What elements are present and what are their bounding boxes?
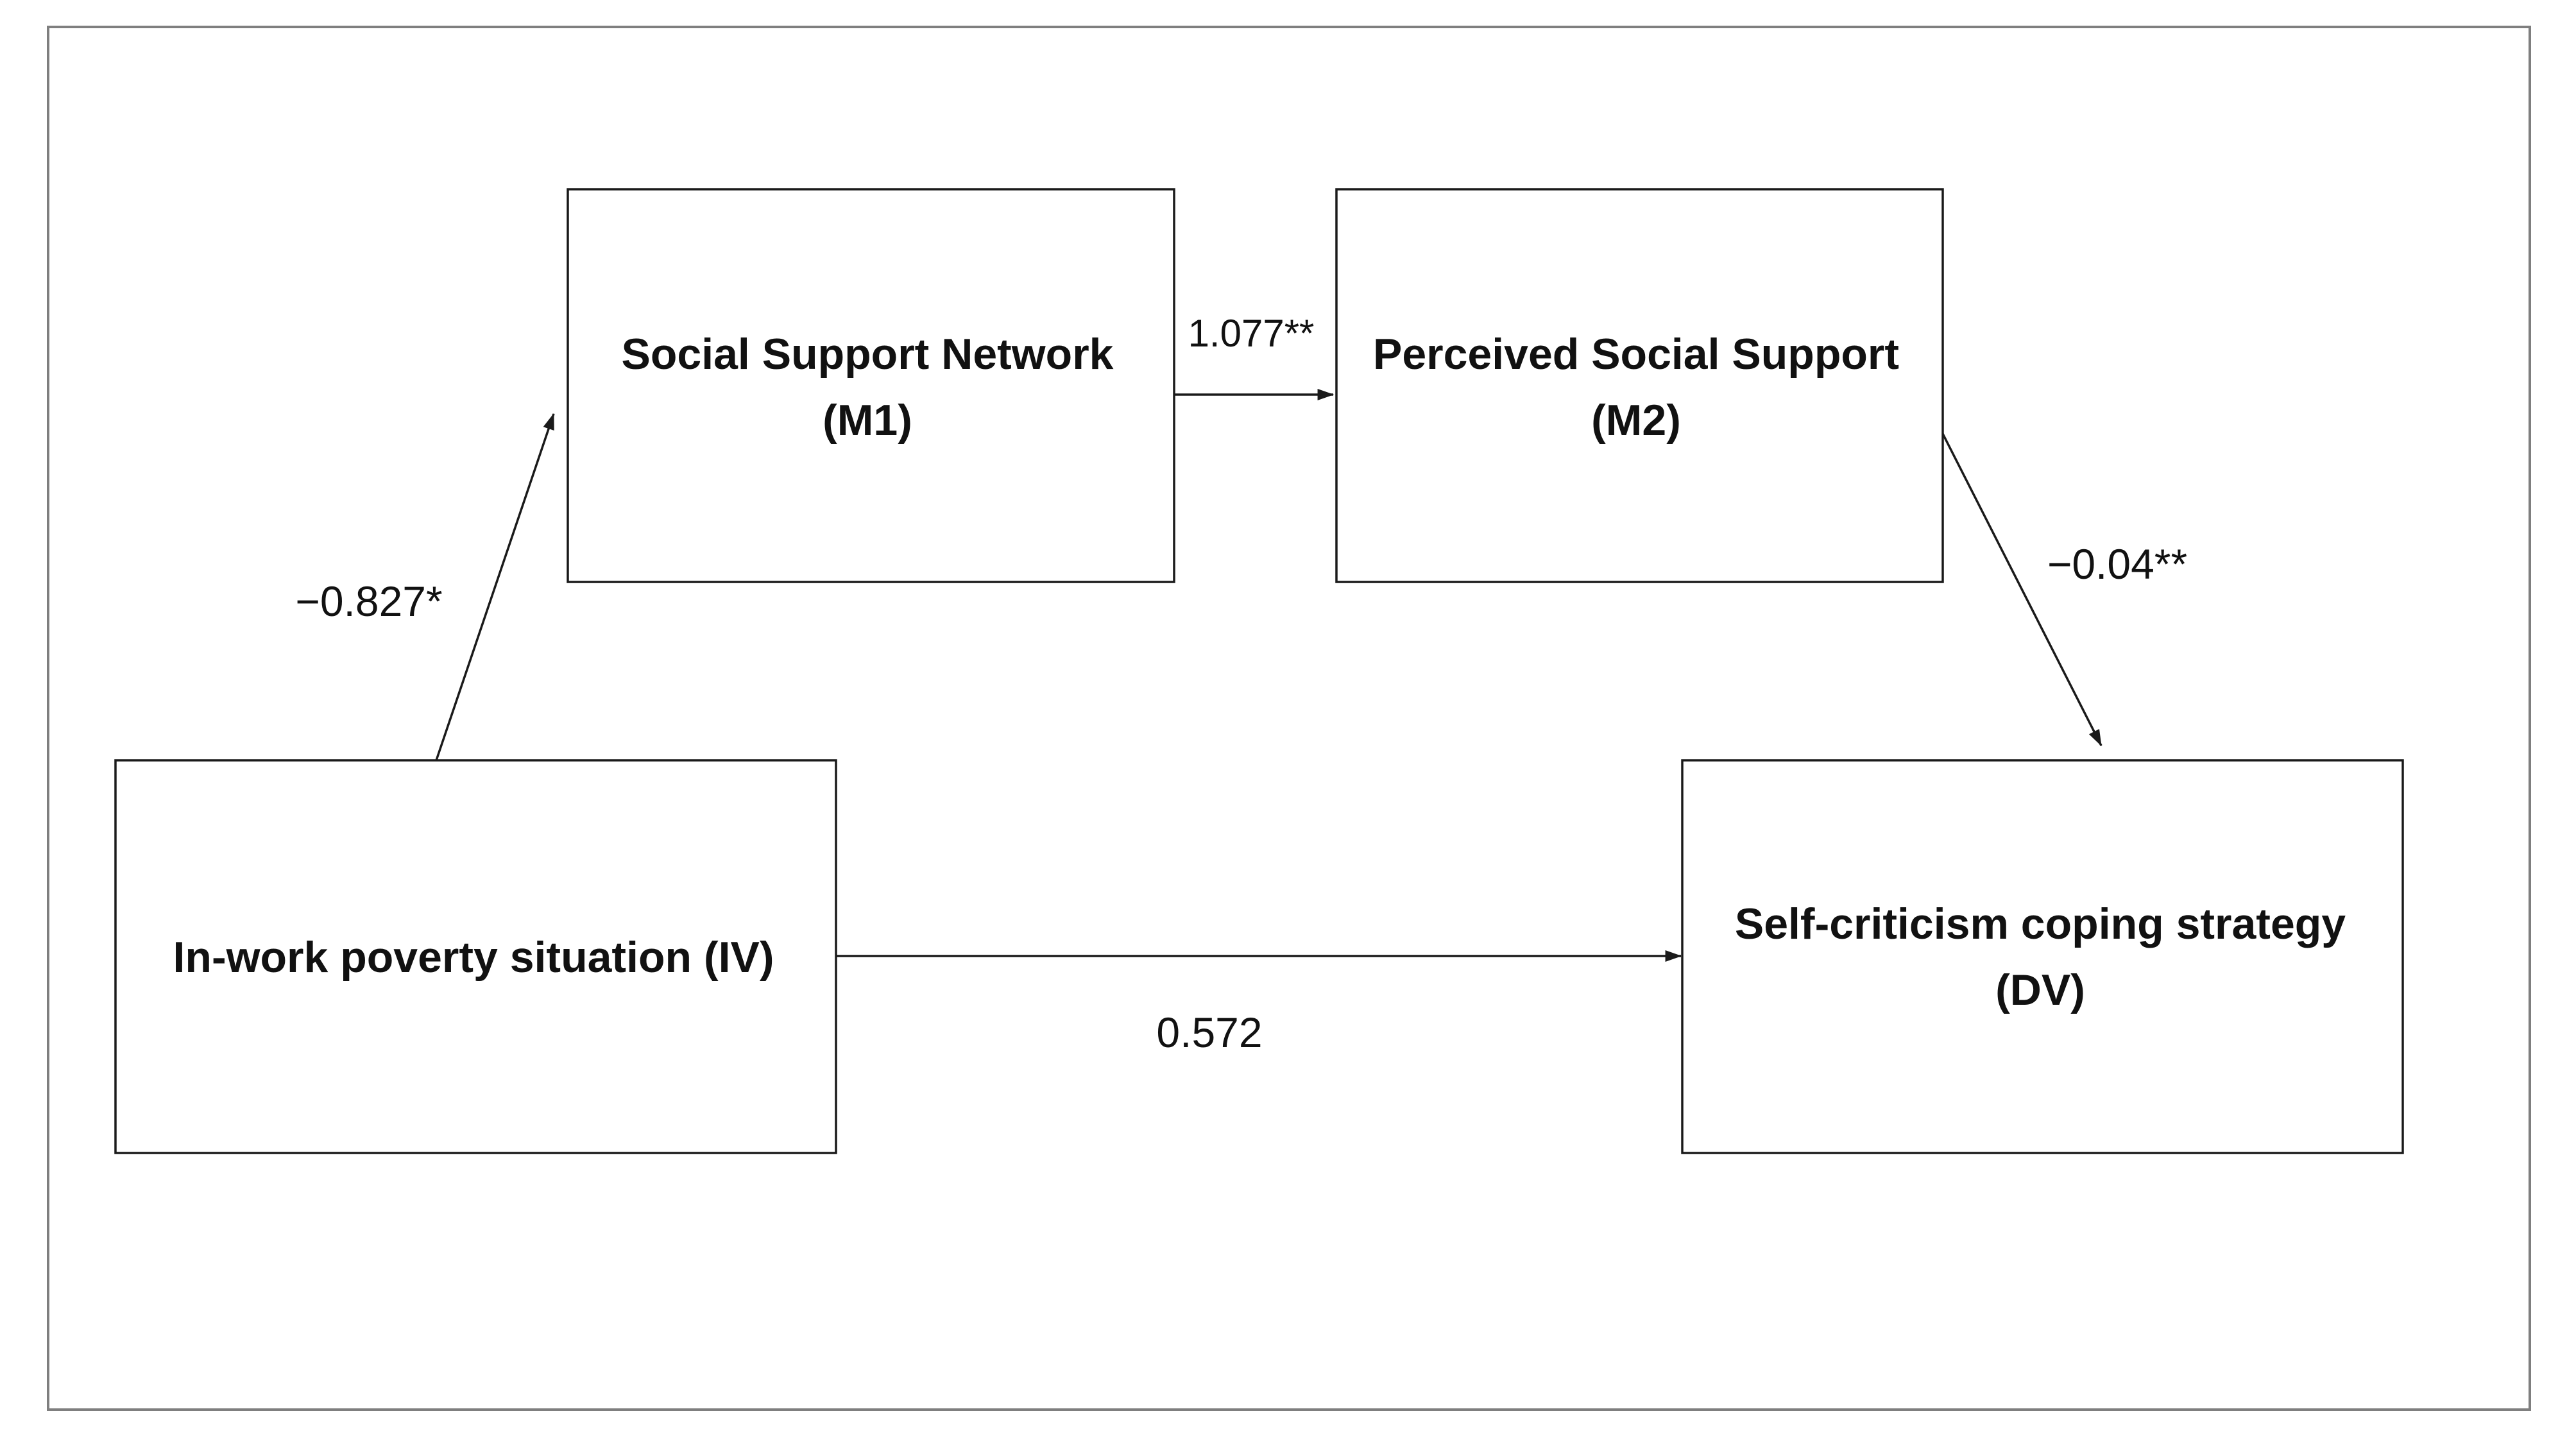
node-m1-label-line1: Social Support Network xyxy=(622,330,1114,379)
node-dv-label-line1: Self-criticism coping strategy xyxy=(1735,900,2346,948)
node-m2-label-line1: Perceived Social Support xyxy=(1373,330,1899,379)
edge-label-iv-to-m1: −0.827* xyxy=(295,577,442,625)
node-iv: In-work poverty situation (IV) xyxy=(114,759,837,1154)
diagram-frame xyxy=(47,26,2531,1411)
node-m2: Perceived Social Support (M2) xyxy=(1335,188,1944,583)
node-m1-box xyxy=(567,188,1175,583)
node-m1-label-line2: (M1) xyxy=(823,396,912,445)
edge-iv-to-m1 xyxy=(435,413,555,761)
node-m2-label-line2: (M2) xyxy=(1591,396,1681,445)
node-iv-label: In-work poverty situation (IV) xyxy=(173,933,774,982)
node-dv-box xyxy=(1681,759,2404,1154)
edge-label-m1-to-m2: 1.077** xyxy=(1188,312,1315,355)
node-iv-box xyxy=(114,759,837,1154)
node-m1: Social Support Network (M1) xyxy=(567,188,1175,583)
edge-m2-to-dv xyxy=(1940,429,2103,747)
edge-label-m2-to-dv: −0.04** xyxy=(2047,540,2187,588)
node-m2-box xyxy=(1335,188,1944,583)
node-dv: Self-criticism coping strategy (DV) xyxy=(1681,759,2404,1154)
edge-label-iv-to-dv: 0.572 xyxy=(1156,1009,1262,1056)
node-dv-label-line2: (DV) xyxy=(1995,966,2085,1014)
